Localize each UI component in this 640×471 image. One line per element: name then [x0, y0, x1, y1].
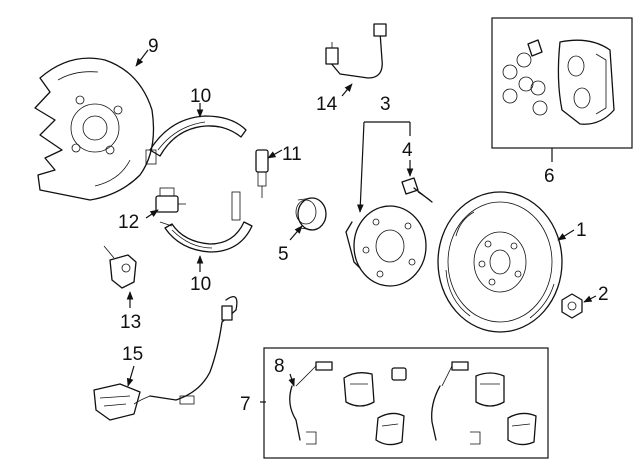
- caliper-kit-part-6: [491, 17, 633, 149]
- backing-plate-part-9: [34, 57, 155, 201]
- brake-hose-part-14: [325, 23, 387, 79]
- callout-5: 5: [278, 244, 289, 265]
- callout-4: 4: [402, 140, 413, 161]
- callout-13: 13: [120, 312, 141, 333]
- callout-7: 7: [240, 394, 251, 415]
- lever-bracket-part-13: [103, 245, 137, 289]
- hub-bearing-part-3: [345, 205, 427, 287]
- shoe-adjuster-part-12: [155, 187, 186, 213]
- callout-15: 15: [122, 344, 143, 365]
- lug-nut-part-2: [561, 293, 583, 319]
- callout-9: 9: [148, 36, 159, 57]
- shoe-pin-part-11: [255, 149, 269, 198]
- brake-shoe-upper-part-10: [145, 115, 247, 165]
- speed-sensor-part-15: [93, 296, 238, 421]
- callout-2: 2: [598, 284, 609, 305]
- callout-3: 3: [380, 94, 391, 115]
- callout-11: 11: [282, 144, 302, 165]
- callout-10-upper: 10: [190, 86, 211, 107]
- brake-rotor-part-1: [437, 191, 563, 333]
- callout-14: 14: [316, 94, 338, 115]
- callout-8: 8: [274, 356, 285, 377]
- hub-bolt-part-4: [401, 177, 433, 203]
- brake-shoe-lower-part-10: [159, 191, 253, 253]
- callout-12: 12: [118, 212, 139, 233]
- pad-kit-part-7: [263, 347, 549, 459]
- callout-1: 1: [576, 220, 587, 241]
- hub-cap-part-5: [295, 197, 327, 231]
- callout-6: 6: [544, 166, 555, 187]
- callout-10-lower: 10: [190, 274, 211, 295]
